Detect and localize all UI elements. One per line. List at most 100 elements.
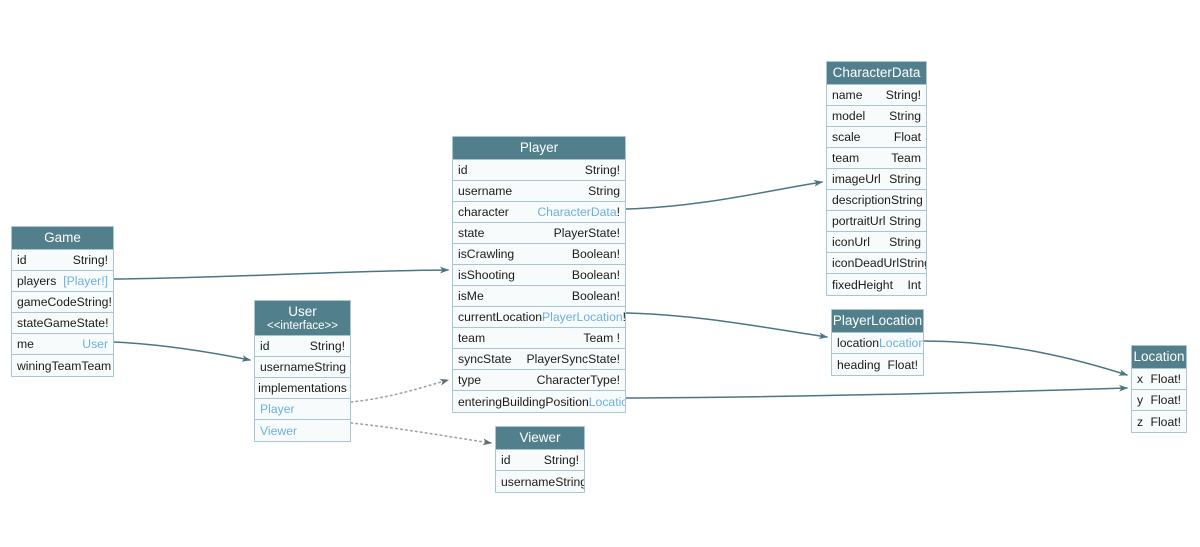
edge-player-character-to-characterdata — [625, 179, 823, 210]
field-name: implementations — [258, 381, 347, 395]
field-type: CharacterType! — [536, 373, 620, 387]
field-type: Team ! — [583, 331, 620, 345]
field-row: id String! — [255, 336, 350, 357]
field-name: iconDeadUrl — [832, 256, 900, 270]
field-name: enteringBuildingPosition — [458, 394, 589, 409]
field-name: z — [1137, 414, 1144, 429]
edge-player-currentlocation-to-playerlocation — [625, 312, 828, 340]
field-type: String — [899, 256, 926, 270]
field-type: CharacterData! — [537, 205, 620, 219]
field-type: String — [889, 214, 921, 228]
field-row: players[Player!] — [12, 271, 113, 292]
field-name: scale — [832, 130, 861, 144]
field-name: id — [458, 163, 468, 177]
entity-playerlocation[interactable]: PlayerLocationlocationLocation!headingFl… — [831, 309, 924, 376]
field-name: imageUrl — [832, 172, 881, 186]
field-name: username — [501, 474, 556, 489]
field-type: Location — [588, 394, 625, 409]
entity-header-characterdata: CharacterData — [827, 62, 926, 85]
edge-game-me-to-user — [113, 341, 251, 362]
field-type: String — [314, 360, 347, 374]
field-name: portraitUrl — [832, 214, 886, 228]
field-type: Boolean! — [571, 289, 620, 303]
field-type: String! — [309, 339, 345, 353]
edge-playerlocation-location-to-location — [923, 340, 1128, 376]
field-row: name String! — [827, 85, 926, 106]
field-name: name — [832, 88, 863, 102]
field-name: id — [501, 453, 511, 467]
field-row: z Float! — [1132, 411, 1186, 432]
field-name: state — [17, 316, 44, 330]
field-name: gameCode — [17, 295, 77, 309]
field-name: type — [458, 373, 482, 387]
field-type: String! — [543, 453, 579, 467]
entity-stereotype-user: <<interface>> — [267, 320, 338, 332]
entity-title-user: User — [288, 304, 317, 319]
field-name: isCrawling — [458, 247, 515, 261]
field-type: Int — [907, 277, 921, 292]
field-type: String! — [76, 295, 112, 309]
field-type: PlayerSyncState! — [526, 352, 620, 366]
field-type: Float! — [887, 357, 918, 372]
field-type: GameState! — [43, 316, 109, 330]
field-type: Float! — [1150, 414, 1181, 429]
field-row: team Team — [827, 148, 926, 169]
edge-user-implements-viewer — [350, 422, 492, 446]
field-type: String! — [885, 88, 921, 102]
field-name: model — [832, 109, 866, 123]
edge-user-implements-player — [350, 378, 449, 403]
field-name: currentLocation — [458, 310, 543, 324]
field-row: iconDeadUrlString — [827, 253, 926, 274]
field-type: PlayerLocation! — [542, 310, 625, 324]
field-row: isCrawling Boolean! — [453, 244, 625, 265]
field-row: type CharacterType! — [453, 370, 625, 391]
field-name: me — [17, 337, 34, 351]
field-type: String — [889, 235, 921, 249]
field-name: team — [832, 151, 860, 165]
implementation-row[interactable]: Player — [255, 399, 350, 420]
edge-player-enteringbuildingposition-to-location — [625, 384, 1128, 399]
field-name: winingTeam — [17, 358, 82, 373]
implementation-row[interactable]: Viewer — [255, 420, 350, 441]
field-name: location — [837, 336, 880, 350]
field-type: Location! — [879, 336, 923, 350]
field-type: Boolean! — [571, 247, 620, 261]
field-name: id — [17, 253, 27, 267]
field-type: Team — [891, 151, 921, 165]
field-name: syncState — [458, 352, 512, 366]
field-type: User — [82, 337, 108, 351]
field-name: isShooting — [458, 268, 515, 282]
field-type: Float! — [1150, 393, 1181, 407]
entity-header-playerlocation: PlayerLocation — [832, 310, 923, 333]
field-row: id String! — [496, 450, 584, 471]
field-row: syncState PlayerSyncState! — [453, 349, 625, 370]
field-name: id — [260, 339, 270, 353]
field-type: [Player!] — [63, 274, 108, 288]
field-type: String — [588, 184, 620, 198]
